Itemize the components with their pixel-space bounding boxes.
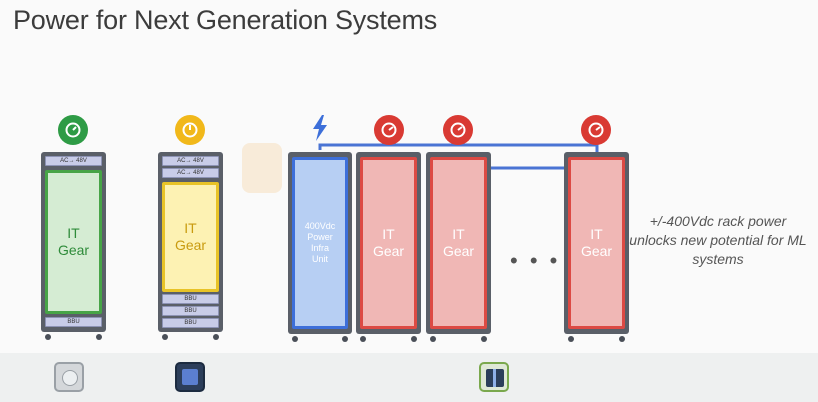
bottom-strip	[0, 353, 818, 402]
it-gear-block: IT Gear	[430, 157, 487, 329]
ac-48v-label: AC→ 48V	[162, 168, 219, 178]
green-gauge-icon	[58, 115, 88, 145]
rack-yellow: AC→ 48V AC→ 48V IT Gear BBU BBU BBU	[158, 152, 223, 340]
it-gear-block: IT Gear	[568, 157, 625, 329]
it-gear-line-1: IT	[382, 226, 395, 242]
it-gear-line-2: Gear	[174, 237, 207, 253]
chip-icon	[175, 362, 205, 392]
ellipsis: • • •	[510, 248, 561, 273]
it-gear-line-1: IT	[452, 226, 465, 242]
it-gear-block: IT Gear	[360, 157, 417, 329]
red-gauge-icon	[581, 115, 611, 145]
red-gauge-icon	[374, 115, 404, 145]
it-gear-line-2: Gear	[57, 242, 90, 258]
it-gear-line-1: IT	[184, 220, 197, 236]
lightning-bolt-icon	[311, 115, 329, 146]
it-gear-line-2: Gear	[442, 243, 475, 259]
rack-red: IT Gear	[356, 152, 421, 342]
power-infra-block: 400Vdc Power Infra Unit	[292, 157, 348, 329]
hard-drive-icon	[54, 362, 84, 392]
ac-48v-label: AC→ 48V	[162, 156, 219, 166]
watermark-logo	[242, 143, 282, 193]
power-line-3: Infra	[310, 243, 329, 253]
bbu-label: BBU	[162, 294, 219, 304]
it-gear-block: IT Gear	[45, 170, 102, 314]
it-gear-block: IT Gear	[162, 182, 219, 292]
bbu-label: BBU	[162, 318, 219, 328]
red-gauge-icon	[443, 115, 473, 145]
it-gear-line-2: Gear	[580, 243, 613, 259]
rack-green: AC→ 48V IT Gear BBU	[41, 152, 106, 340]
bbu-label: BBU	[162, 306, 219, 316]
it-gear-line-1: IT	[67, 225, 80, 241]
rack-red: IT Gear	[426, 152, 491, 342]
it-gear-line-2: Gear	[372, 243, 405, 259]
power-line-2: Power	[307, 232, 333, 242]
rack-red: IT Gear	[564, 152, 629, 342]
ac-48v-label: AC→ 48V	[45, 156, 102, 166]
bbu-label: BBU	[45, 317, 102, 327]
caption-text: +/-400Vdc rack power unlocks new potenti…	[629, 213, 807, 267]
slide-title: Power for Next Generation Systems	[13, 5, 438, 35]
yellow-gauge-icon	[175, 115, 205, 145]
it-gear-line-1: IT	[590, 226, 603, 242]
rack-power-infra: 400Vdc Power Infra Unit	[288, 152, 352, 342]
power-line-1: 400Vdc	[304, 221, 336, 231]
power-line-4: Unit	[311, 254, 328, 264]
tpu-icon	[479, 362, 509, 392]
